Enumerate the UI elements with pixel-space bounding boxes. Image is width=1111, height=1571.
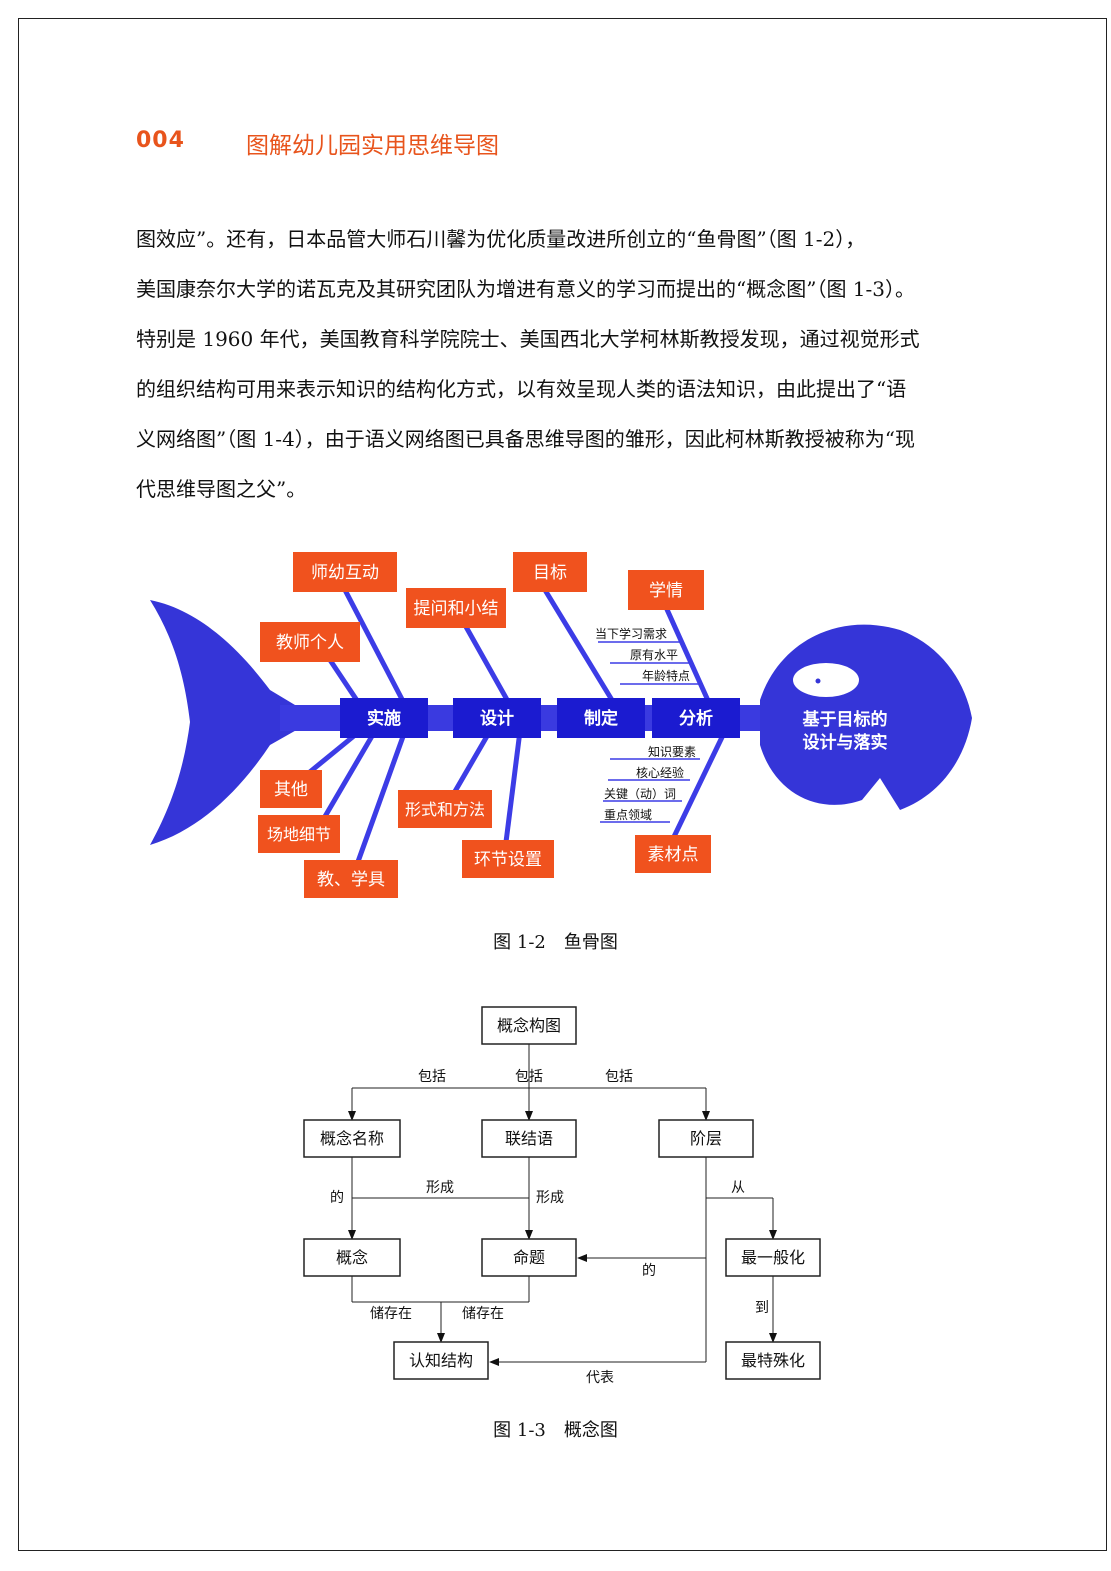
fish-eye — [793, 663, 859, 697]
fish-head-label: 设计与落实 — [803, 732, 888, 753]
concept-map-edges — [348, 1044, 777, 1366]
node-hierarchy: 阶层 — [690, 1129, 722, 1148]
fish-bones-top — [327, 588, 713, 707]
bottom-box-label: 环节设置 — [474, 850, 542, 870]
sub-item-lines — [598, 641, 700, 823]
top-box-label: 提问和小结 — [414, 599, 499, 619]
edge-label: 的 — [642, 1263, 656, 1279]
sub-items: 当下学习需求 原有水平 年龄特点 知识要素 核心经验 关键（动）词 重点领域 — [595, 626, 696, 822]
spine-box-label: 实施 — [367, 708, 401, 729]
edge-label: 包括 — [418, 1069, 446, 1085]
node-most-general: 最一般化 — [741, 1248, 805, 1267]
top-box-label: 学情 — [649, 581, 683, 601]
spine-box-label: 制定 — [584, 708, 618, 729]
node-root: 概念构图 — [497, 1016, 561, 1035]
sub-item: 知识要素 — [648, 745, 696, 759]
body-line: 图效应”。还有，日本品管大师石川馨为优化质量改进所创立的“鱼骨图”（图 1-2）… — [136, 227, 866, 251]
node-proposition: 命题 — [513, 1248, 545, 1267]
body-line: 代思维导图之父”。 — [136, 477, 307, 501]
bottom-box-label: 形式和方法 — [405, 800, 485, 819]
fish-bones-bottom — [298, 729, 728, 871]
edge-label: 储存在 — [462, 1306, 504, 1322]
spine-boxes: 实施 设计 制定 分析 — [340, 698, 740, 738]
sub-item: 原有水平 — [630, 648, 678, 662]
spine-box-label: 分析 — [679, 708, 713, 729]
edge-label: 包括 — [605, 1069, 633, 1085]
top-box-label: 师幼互动 — [311, 563, 379, 583]
node-cognitive-structure: 认知结构 — [409, 1351, 473, 1370]
edge-label: 形成 — [536, 1190, 564, 1206]
concept-map-nodes: 概念构图 概念名称 联结语 阶层 概念 命题 最一般化 认知结构 最特殊化 — [320, 1016, 805, 1370]
top-boxes: 师幼互动 教师个人 提问和小结 目标 学情 — [260, 552, 704, 662]
figure-caption: 图 1-2 鱼骨图 — [493, 932, 618, 953]
node-concept-name: 概念名称 — [320, 1129, 384, 1148]
concept-map-edge-labels: 包括 包括 包括 的 形成 形成 从 的 到 储存在 储存在 代表 — [330, 1069, 769, 1386]
chapter-title: 图解幼儿园实用思维导图 — [246, 133, 499, 159]
node-linking-words: 联结语 — [505, 1129, 553, 1148]
top-box-label: 目标 — [533, 563, 567, 583]
edge-label: 到 — [755, 1300, 769, 1316]
sub-item: 年龄特点 — [642, 668, 690, 683]
sub-item: 重点领域 — [604, 808, 652, 822]
figure-caption: 图 1-3 概念图 — [493, 1420, 618, 1441]
edge-label: 的 — [330, 1190, 344, 1206]
edge-label: 代表 — [586, 1370, 614, 1386]
top-box-label: 教师个人 — [276, 633, 344, 653]
edge-label: 从 — [731, 1180, 745, 1196]
bottom-box-label: 素材点 — [648, 845, 699, 865]
body-line: 美国康奈尔大学的诺瓦克及其研究团队为增进有意义的学习而提出的“概念图”（图 1-… — [136, 277, 916, 301]
bottom-box-label: 场地细节 — [267, 825, 331, 844]
body-line: 特别是 1960 年代，美国教育科学院院士、美国西北大学柯林斯教授发现，通过视觉… — [136, 327, 920, 351]
fish-tail — [150, 600, 300, 845]
page-number: 004 — [136, 128, 185, 153]
edge-label: 包括 — [515, 1069, 543, 1085]
page-border — [18, 18, 1107, 1551]
bottom-box-label: 其他 — [274, 780, 308, 800]
bottom-box-label: 教、学具 — [317, 870, 385, 890]
sub-item: 当下学习需求 — [595, 626, 667, 641]
body-paragraph: 图效应”。还有，日本品管大师石川馨为优化质量改进所创立的“鱼骨图”（图 1-2）… — [136, 214, 994, 514]
node-concept: 概念 — [336, 1248, 368, 1267]
edge-label: 储存在 — [370, 1306, 412, 1322]
body-line: 的组织结构可用来表示知识的结构化方式，以有效呈现人类的语法知识，由此提出了“语 — [136, 377, 907, 401]
concept-map-boxes — [303, 1006, 821, 1380]
sub-item: 核心经验 — [636, 765, 684, 780]
node-most-specific: 最特殊化 — [741, 1351, 805, 1370]
bottom-boxes: 其他 场地细节 教、学具 形式和方法 环节设置 素材点 — [258, 770, 711, 898]
body-line: 义网络图”（图 1-4），由于语义网络图已具备思维导图的雏形，因此柯林斯教授被称… — [136, 427, 916, 451]
edge-label: 形成 — [426, 1180, 454, 1196]
sub-item: 关键（动）词 — [604, 787, 676, 801]
fish-head-label: 基于目标的 — [802, 709, 888, 730]
fish-pupil — [815, 678, 821, 684]
spine-box-label: 设计 — [480, 708, 514, 729]
